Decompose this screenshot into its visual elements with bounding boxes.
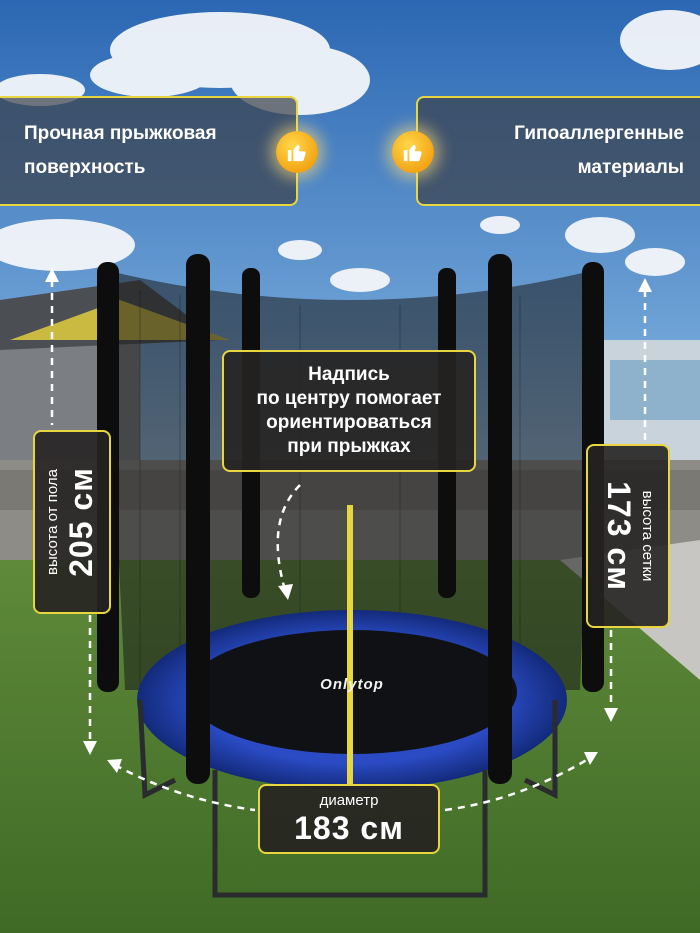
net-height-label: высота сетки (639, 490, 656, 582)
callout-center-marking: Надпись по центру помогает ориентировать… (222, 350, 476, 472)
diameter-label: диаметр (319, 792, 379, 809)
floor-height-label: высота от пола (44, 469, 61, 575)
diameter-badge: диаметр 183 см (258, 784, 440, 854)
callout-materials-line1: Гипоаллергенные (514, 123, 684, 144)
net-height-value: 173 см (601, 481, 637, 591)
callout-surface-line2: поверхность (24, 157, 146, 178)
callout-center-line1: Надпись (308, 364, 390, 385)
callout-center-line4: при прыжках (287, 436, 411, 457)
floor-height-badge: высота от пола 205 см (33, 430, 111, 614)
callout-surface-line1: Прочная прыжковая (24, 123, 217, 144)
callout-materials: Гипоаллергенные материалы (416, 96, 700, 206)
floor-height-value: 205 см (63, 467, 99, 577)
brand-logo: Onlytop (282, 676, 422, 693)
logo-text: Onlytop (320, 676, 384, 693)
thumbs-up-icon (276, 131, 318, 173)
callout-surface: Прочная прыжковая поверхность (0, 96, 298, 206)
callout-center-line3: ориентироваться (266, 412, 432, 433)
diameter-value: 183 см (294, 810, 404, 846)
callout-center-line2: по центру помогает (256, 388, 442, 409)
thumbs-up-icon (392, 131, 434, 173)
callout-materials-line2: материалы (577, 157, 684, 178)
net-height-badge: высота сетки 173 см (586, 444, 670, 628)
